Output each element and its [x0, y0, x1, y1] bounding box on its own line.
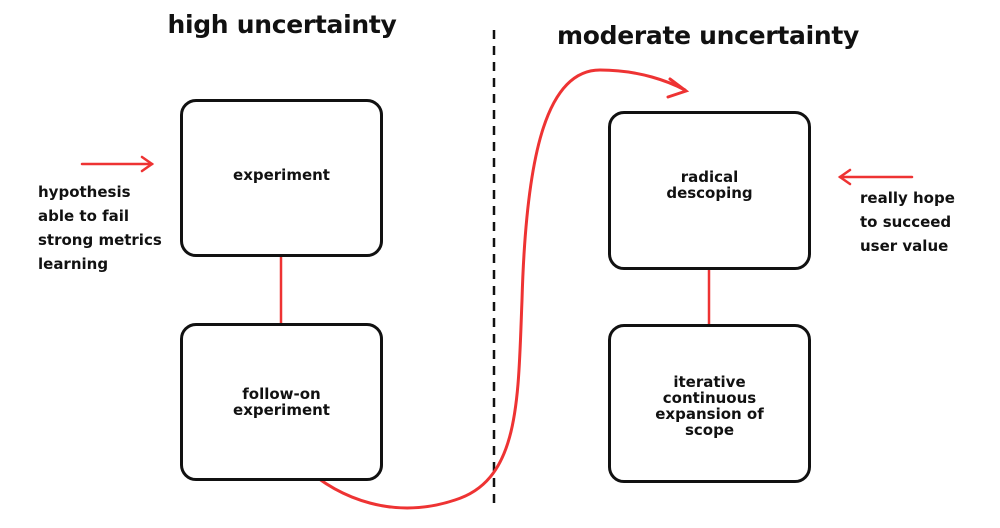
follow-on-experiment-box: follow-on experiment [180, 323, 383, 481]
right-note: really hope to succeed user value [860, 186, 955, 258]
arrow-followon-to-radical [300, 68, 690, 510]
left-note-line: hypothesis [38, 183, 131, 201]
experiment-label: experiment [233, 166, 330, 184]
radical-descoping-label: radical descoping [666, 167, 753, 202]
left-note-line: able to fail [38, 207, 130, 225]
left-note-line: strong metrics [38, 231, 162, 249]
right-note-line: to succeed [860, 213, 952, 231]
follow-on-experiment-label: follow-on experiment [233, 385, 330, 419]
arrow-into-radical [837, 168, 914, 186]
iterative-expansion-box: iterative continuous expansion of scope [608, 324, 811, 483]
heading-high-uncertainty: high uncertainty [167, 10, 397, 39]
left-note: hypothesis able to fail strong metrics l… [38, 180, 162, 276]
radical-descoping-box: radical descoping [608, 111, 811, 270]
experiment-box: experiment [180, 99, 383, 257]
left-note-line: learning [38, 255, 109, 273]
arrow-into-experiment [80, 155, 155, 173]
right-note-line: really hope [860, 189, 955, 207]
iterative-expansion-label: iterative continuous expansion of scope [655, 373, 764, 439]
right-note-line: user value [860, 237, 949, 255]
heading-moderate-uncertainty: moderate uncertainty [556, 21, 860, 50]
